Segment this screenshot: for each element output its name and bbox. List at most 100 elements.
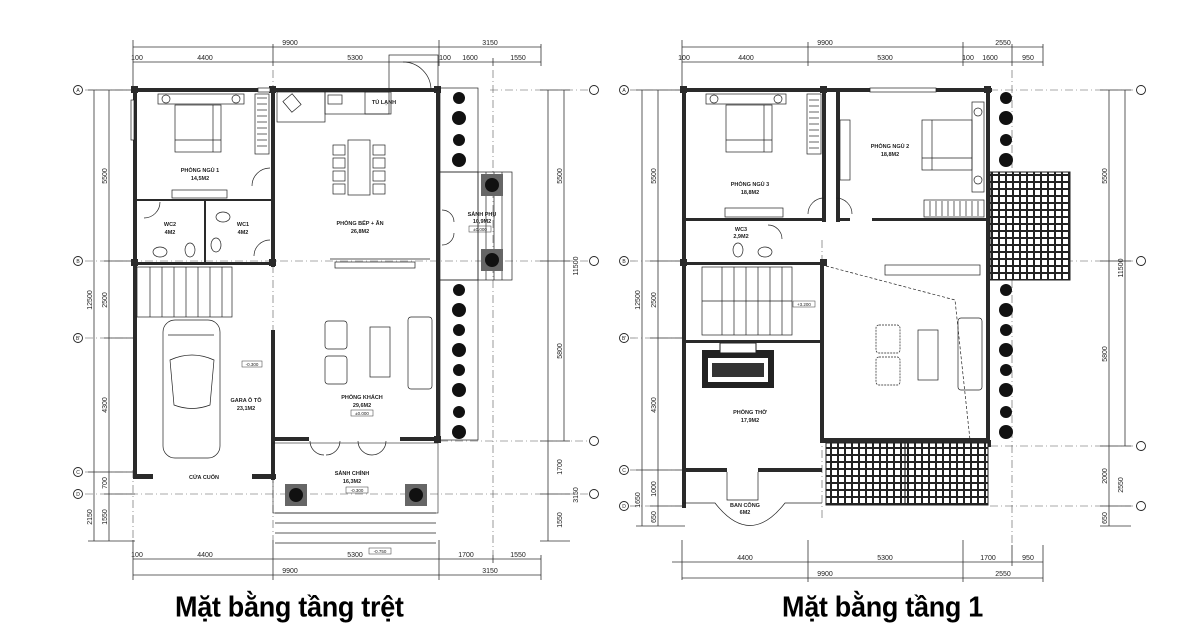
dim-text: 100 (962, 55, 974, 62)
dim-text: 5300 (877, 55, 893, 62)
dim-text: 100 (131, 552, 143, 559)
dim-text: 3150 (573, 487, 580, 503)
dim-text: 4400 (738, 55, 754, 62)
axis-label: B (622, 259, 626, 265)
dim-text: 1550 (510, 552, 526, 559)
dim-text: 5300 (347, 55, 363, 62)
room-name: PHÒNG NGỦ 1 (181, 166, 220, 174)
axis-label: B' (76, 336, 80, 342)
room-name: PHÒNG THỜ (733, 408, 767, 416)
dim-text: 9900 (282, 40, 298, 47)
dim-text: 2550 (1118, 477, 1125, 493)
dim-text: 2550 (995, 40, 1011, 47)
dim-text: 4300 (651, 397, 658, 413)
dim-text: 4400 (197, 552, 213, 559)
dim-text: 12500 (635, 290, 642, 310)
dim-text: 5800 (557, 343, 564, 359)
room-name: WC2 (164, 222, 176, 228)
level-tag: -0.300 (351, 488, 364, 493)
dim-text: 5500 (102, 168, 109, 184)
dim-text: 950 (1022, 55, 1034, 62)
dim-text: 5500 (651, 168, 658, 184)
dim-text: 2500 (651, 292, 658, 308)
dim-text: 1650 (635, 492, 642, 508)
dim-text: 5300 (877, 555, 893, 562)
dim-text: 1700 (980, 555, 996, 562)
dim-text: 5500 (557, 168, 564, 184)
room-area: 4M2 (238, 230, 249, 236)
level-tag: +3.200 (797, 302, 811, 307)
dim-text: 9900 (817, 571, 833, 578)
room-name: GARA Ô TÔ (231, 396, 263, 404)
dim-text: 11500 (573, 256, 580, 275)
room-area: 6M2 (740, 510, 751, 516)
dim-text: 1600 (982, 55, 998, 62)
dim-text: 2150 (87, 509, 94, 525)
dim-text: 2000 (1102, 468, 1109, 484)
axis-label: C (76, 470, 80, 476)
dim-text: 12500 (87, 290, 94, 310)
dim-text: 100 (678, 55, 690, 62)
dim-text: 4300 (102, 397, 109, 413)
dim-text: 5500 (1102, 168, 1109, 184)
room-area: 29,6M2 (353, 403, 371, 409)
room-name: TỦ LẠNH (372, 99, 396, 106)
dim-text: 4400 (197, 55, 213, 62)
level-tag: -0.300 (246, 362, 259, 367)
dim-text: 9900 (817, 40, 833, 47)
ground-floor-caption: Mặt bằng tầng trệt (175, 591, 404, 623)
room-name: WC1 (237, 222, 249, 228)
ground-floor-drawing: A B B' C D 9900 3150 100 4400 5300 100 1… (73, 40, 599, 580)
axis-label: B (76, 259, 80, 265)
dim-text: 100 (131, 55, 143, 62)
room-area: 16,3M2 (343, 479, 361, 485)
room-area: 23,1M2 (237, 406, 255, 412)
room-area: 2,9M2 (733, 234, 748, 240)
room-area: 14,5M2 (191, 176, 209, 182)
dim-text: 1550 (510, 55, 526, 62)
dim-text: 9900 (282, 568, 298, 575)
dim-text: 1550 (102, 509, 109, 525)
dim-text: 2550 (995, 571, 1011, 578)
room-area: 18,8M2 (881, 152, 899, 158)
axis-label: C (622, 468, 626, 474)
room-name: BAN CÔNG (730, 501, 760, 509)
dim-text: 1000 (651, 481, 658, 497)
axis-label: D (622, 504, 626, 510)
dim-text: 100 (439, 55, 451, 62)
level-tag: ±0.000 (473, 227, 487, 232)
dim-text: 4400 (737, 555, 753, 562)
dim-text: 950 (1022, 555, 1034, 562)
room-name: PHÒNG KHÁCH (341, 393, 383, 401)
dim-text: 650 (1102, 512, 1109, 524)
dim-text: 1700 (458, 552, 474, 559)
room-area: 10,9M2 (473, 219, 491, 225)
dim-text: 11500 (1118, 258, 1125, 277)
room-name: PHÒNG NGỦ 2 (871, 142, 910, 150)
axis-label: B' (622, 336, 626, 342)
roof-tile-area (989, 171, 1071, 281)
axis-label: D (76, 492, 80, 498)
dim-text: 2500 (102, 292, 109, 308)
room-area: 26,8M2 (351, 229, 369, 235)
dim-text: 650 (651, 511, 658, 523)
dim-text: 5800 (1102, 346, 1109, 362)
ground-floor-plan: A B B' C D 9900 3150 100 4400 5300 100 1… (0, 0, 600, 600)
first-floor-drawing: A B B' C D 9900 2550 100 4400 5300 100 1… (619, 40, 1146, 582)
room-area: 18,8M2 (741, 190, 759, 196)
level-tag: -0.750 (374, 549, 387, 554)
roof-tile-area (825, 442, 989, 506)
room-name: WC3 (735, 227, 747, 233)
room-name: PHÒNG NGỦ 3 (731, 180, 770, 188)
room-name: SẢNH PHỤ (468, 211, 497, 218)
first-floor-caption: Mặt bằng tầng 1 (782, 591, 984, 623)
dim-text: 3150 (482, 40, 498, 47)
axis-label: A (622, 88, 626, 94)
room-name: CỬA CUỐN (189, 474, 219, 481)
axis-label: A (76, 88, 80, 94)
dim-text: 1550 (557, 512, 564, 528)
room-name: SẢNH CHÍNH (335, 469, 370, 477)
first-floor-plan: A B B' C D 9900 2550 100 4400 5300 100 1… (600, 0, 1200, 600)
dim-text: 1700 (557, 459, 564, 475)
dim-text: 3150 (482, 568, 498, 575)
